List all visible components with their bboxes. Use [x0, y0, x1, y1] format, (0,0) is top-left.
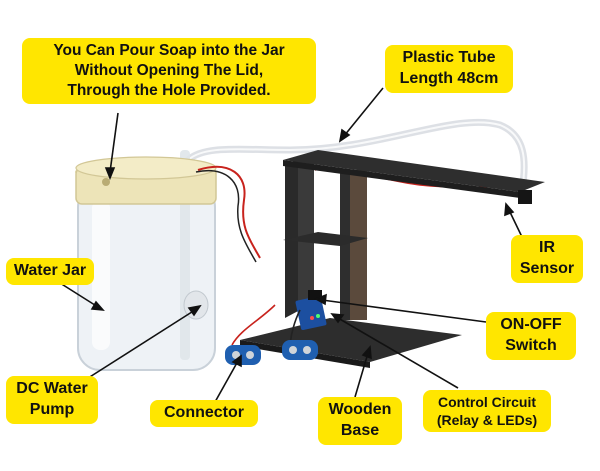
battery-connector	[225, 304, 318, 365]
control-circuit-board	[295, 295, 327, 331]
plastic-tube-callout: Plastic Tube Length 48cm	[385, 45, 513, 93]
callout-arrows	[59, 87, 523, 403]
connector-callout: Connector	[150, 400, 258, 427]
wooden-base-callout: Wooden Base	[318, 397, 402, 445]
on-off-switch	[308, 290, 322, 300]
pump-wire	[197, 165, 261, 259]
control-circuit-callout: Control Circuit (Relay & LEDs)	[423, 390, 551, 433]
on-off-switch-callout: ON-OFF Switch	[486, 312, 576, 360]
ir-sensor-callout: IR Sensor	[511, 235, 583, 283]
dc-water-pump-callout: DC Water Pump	[6, 376, 98, 424]
water-jar	[75, 150, 217, 371]
wooden-stand	[240, 150, 545, 368]
soap-refill-callout: You Can Pour Soap into the Jar Without O…	[22, 38, 316, 105]
water-jar-callout: Water Jar	[6, 258, 94, 285]
